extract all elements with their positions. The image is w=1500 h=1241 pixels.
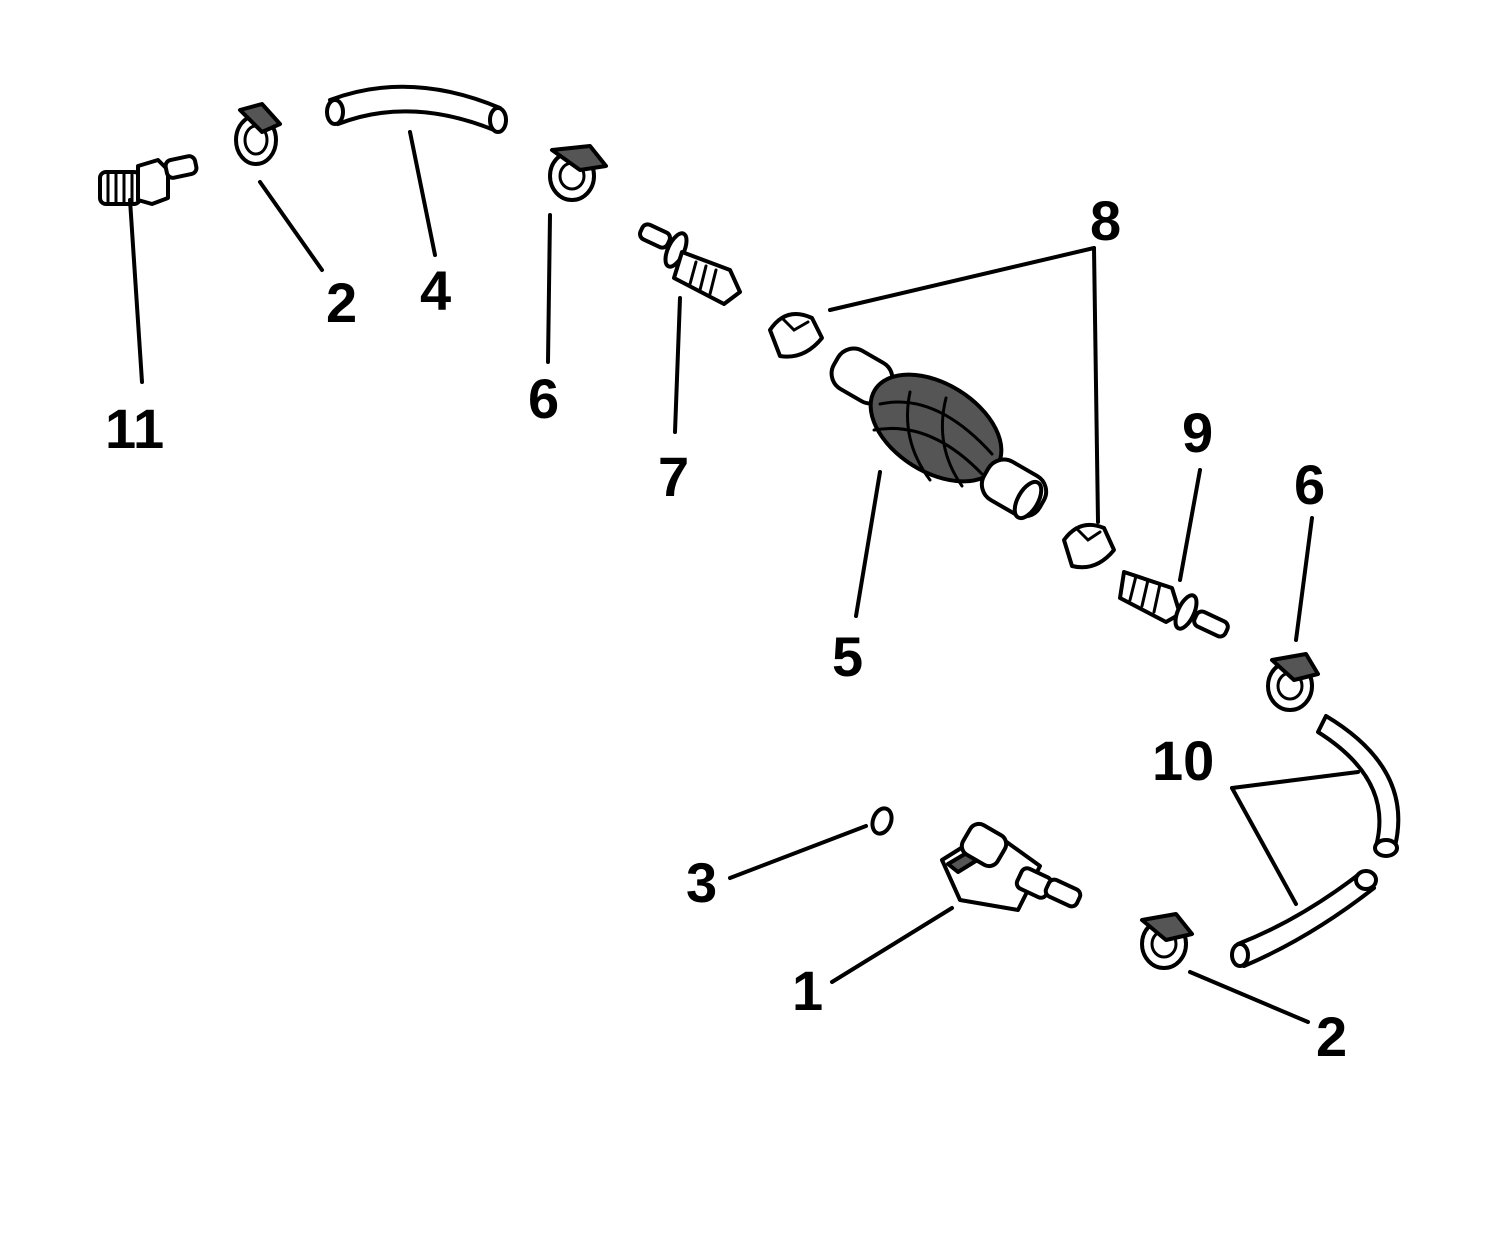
part-2-clamp-lower [1140,912,1194,970]
part-3-o-ring [870,806,894,836]
leader-2a [258,180,324,272]
part-4-hose-top [325,84,508,134]
part-6-clamp-lower [1266,652,1320,712]
part-10-hose-upper [1316,714,1401,858]
leader-4 [408,130,437,257]
callout-6-top: 6 [528,367,559,430]
part-10-hose-lower [1230,869,1378,968]
leader-10b [1230,786,1298,906]
callout-2-bottom: 2 [1316,1005,1347,1068]
part-9-connector [1118,570,1230,639]
callout-4: 4 [420,259,451,322]
callout-8: 8 [1090,189,1121,252]
callout-2-top: 2 [326,271,357,334]
part-2-clamp-top [234,102,282,166]
callout-5: 5 [832,625,863,688]
leader-6a [546,213,552,364]
callout-1: 1 [792,959,823,1022]
leader-3 [728,824,868,880]
part-11-fitting [98,154,199,206]
leader-9 [1178,468,1202,582]
callout-6-bottom: 6 [1294,453,1325,516]
leader-lines [128,130,1360,1024]
leader-7 [673,296,682,434]
part-8-clip-lower [1062,523,1116,570]
part-7-connector [637,222,742,306]
leader-1 [830,906,954,984]
callout-9: 9 [1182,401,1213,464]
callout-10: 10 [1152,729,1214,792]
part-1-connector [940,821,1083,912]
callout-11: 11 [105,397,164,460]
part-8-clip-upper [768,312,824,359]
leader-2b [1188,970,1310,1024]
leader-8a [828,246,1096,312]
part-6-clamp-top [548,144,608,202]
leader-5 [854,470,882,618]
part-5-primer-bulb [829,346,1049,521]
callout-7: 7 [658,445,689,508]
leader-6b [1294,516,1314,642]
leader-10a [1230,770,1360,790]
callout-3: 3 [686,851,717,914]
leader-8b [1092,246,1100,524]
leader-11 [128,198,144,384]
